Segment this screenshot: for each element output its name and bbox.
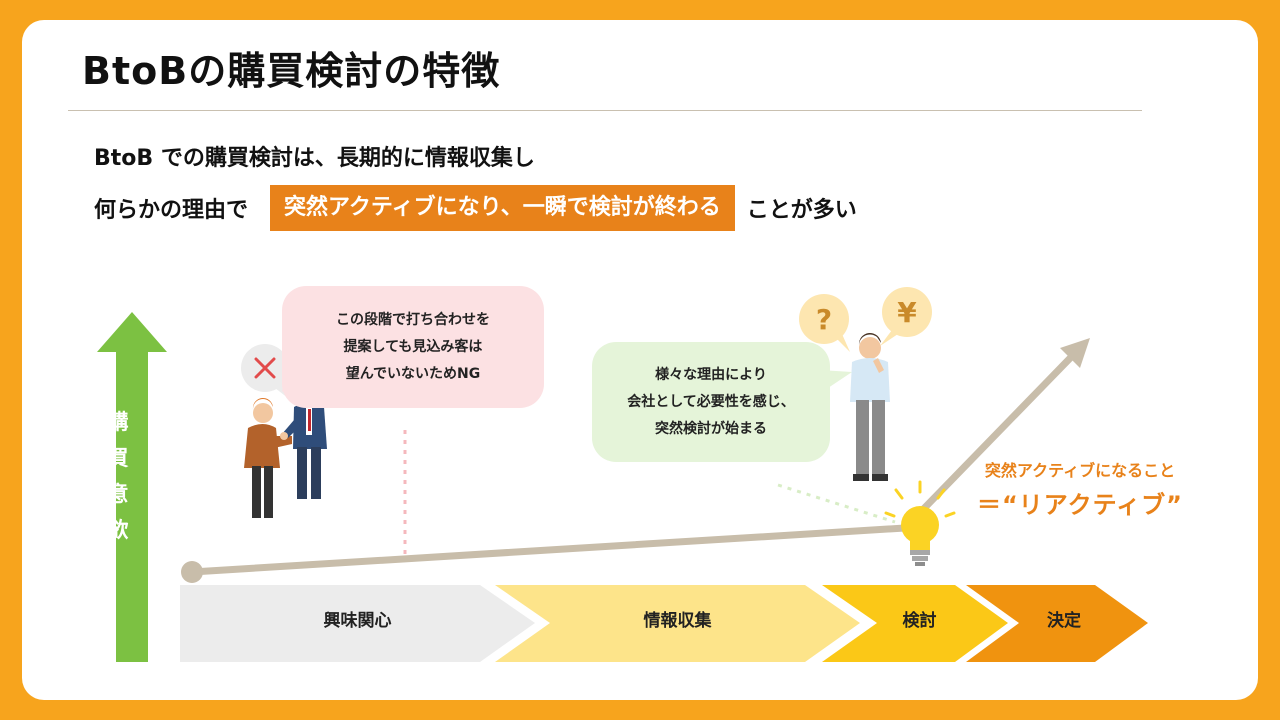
lead-line-2-prefix: 何らかの理由で	[94, 198, 249, 223]
desire-trend-line	[181, 338, 1090, 583]
trend-start-dot	[181, 561, 203, 583]
question-thought-icon	[799, 294, 850, 352]
axis-label-char: 購	[107, 410, 129, 434]
trigger-bubble-line: 突然検討が始まる	[655, 420, 767, 437]
purchase-desire-arrow	[97, 312, 167, 662]
reactive-line-1: 突然アクティブになること	[984, 461, 1176, 480]
axis-label-char: 意	[107, 482, 129, 506]
page-title: BtoBの購買検討の特徴	[82, 49, 501, 93]
stage-label-consider: 検討	[902, 611, 937, 631]
trigger-bubble-line: 様々な理由により	[655, 366, 767, 383]
stage-chevron-interest	[180, 585, 535, 662]
stage-chevron-info	[495, 585, 860, 662]
lightbulb-icon	[884, 480, 956, 566]
yen-thought-icon	[880, 287, 932, 346]
lead-line-1: BtoB での購買検討は、長期的に情報収集し	[94, 146, 535, 171]
lead-line-2: 何らかの理由で 突然アクティブになり、一瞬で検討が終わる ことが多い	[94, 185, 857, 231]
x-mark-icon	[254, 357, 276, 379]
ng-bubble-line: 望んでいないためNG	[345, 365, 481, 382]
purchase-desire-label: 購 買 意 欲	[90, 404, 146, 548]
stage-chevron-decide	[966, 585, 1148, 662]
stage-label-interest: 興味関心	[323, 611, 392, 631]
ng-speech-bubble: この段階で打ち合わせを 提案しても見込み客は 望んでいないためNG	[282, 286, 544, 408]
axis-label-char: 買	[107, 446, 129, 470]
trigger-speech-bubble: 様々な理由により 会社として必要性を感じ、 突然検討が始まる	[592, 342, 830, 462]
stage-label-info: 情報収集	[643, 611, 712, 631]
question-mark: ?	[816, 303, 832, 336]
title-divider	[68, 110, 1142, 111]
stage-label-decide: 決定	[1047, 611, 1081, 631]
ng-bubble-line: この段階で打ち合わせを	[336, 311, 490, 328]
lead-line-2-suffix: ことが多い	[746, 198, 857, 223]
trigger-dotted-guide	[777, 483, 896, 524]
reactive-line-2: ＝“リアクティブ”	[977, 491, 1183, 519]
ng-bubble-line: 提案しても見込み客は	[343, 338, 483, 355]
thinking-man-illustration	[850, 332, 890, 481]
axis-label-char: 欲	[107, 518, 129, 542]
yen-mark: ¥	[897, 296, 917, 329]
handshake-people-illustration	[244, 378, 327, 518]
trigger-bubble-line: 会社として必要性を感じ、	[627, 393, 795, 410]
lead-highlight: 突然アクティブになり、一瞬で検討が終わる	[270, 185, 735, 231]
stage-chevron-consider	[822, 585, 1008, 662]
reactive-callout: 突然アクティブになること ＝“リアクティブ”	[950, 457, 1210, 520]
